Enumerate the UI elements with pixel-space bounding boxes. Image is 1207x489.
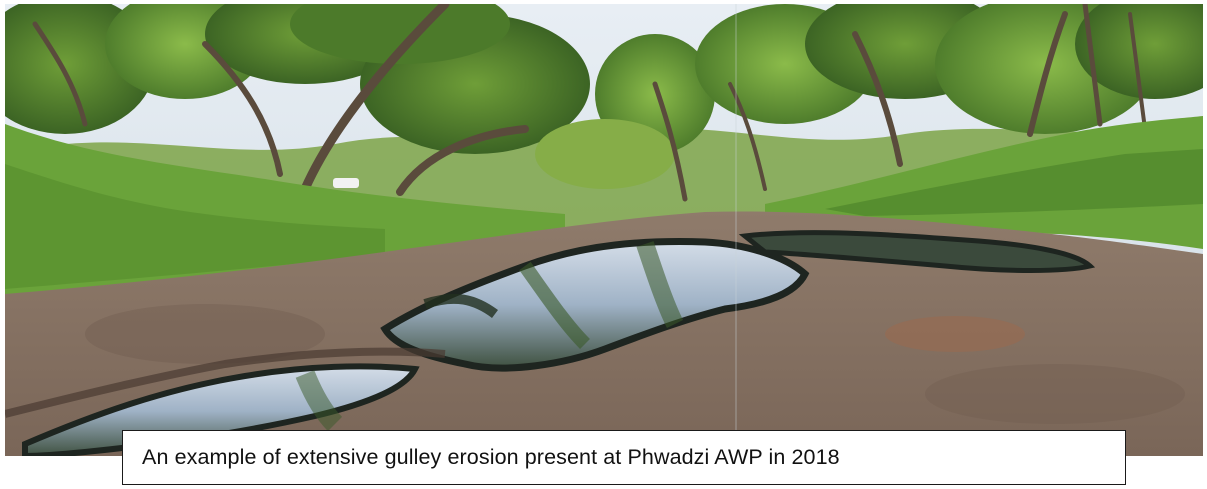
water-pools — [22, 230, 1096, 456]
gully-erosion-photo — [5, 4, 1203, 456]
figure-caption: An example of extensive gulley erosion p… — [142, 445, 840, 469]
figure-caption-box: An example of extensive gulley erosion p… — [122, 430, 1126, 485]
tree-trunks — [32, 4, 1147, 202]
distant-vehicle — [333, 178, 359, 188]
